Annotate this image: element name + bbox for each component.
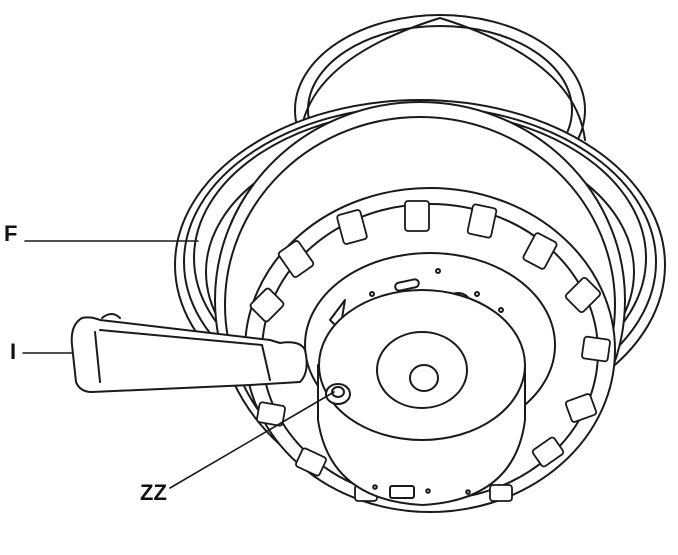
front-hub bbox=[317, 289, 526, 506]
leader-lines bbox=[22, 240, 335, 489]
label-i: I bbox=[10, 339, 17, 364]
handle-i bbox=[70, 313, 308, 393]
screw-zz bbox=[325, 383, 351, 405]
label-f: F bbox=[4, 221, 18, 246]
ring-slots bbox=[249, 200, 611, 502]
label-zz: ZZ bbox=[140, 480, 167, 505]
